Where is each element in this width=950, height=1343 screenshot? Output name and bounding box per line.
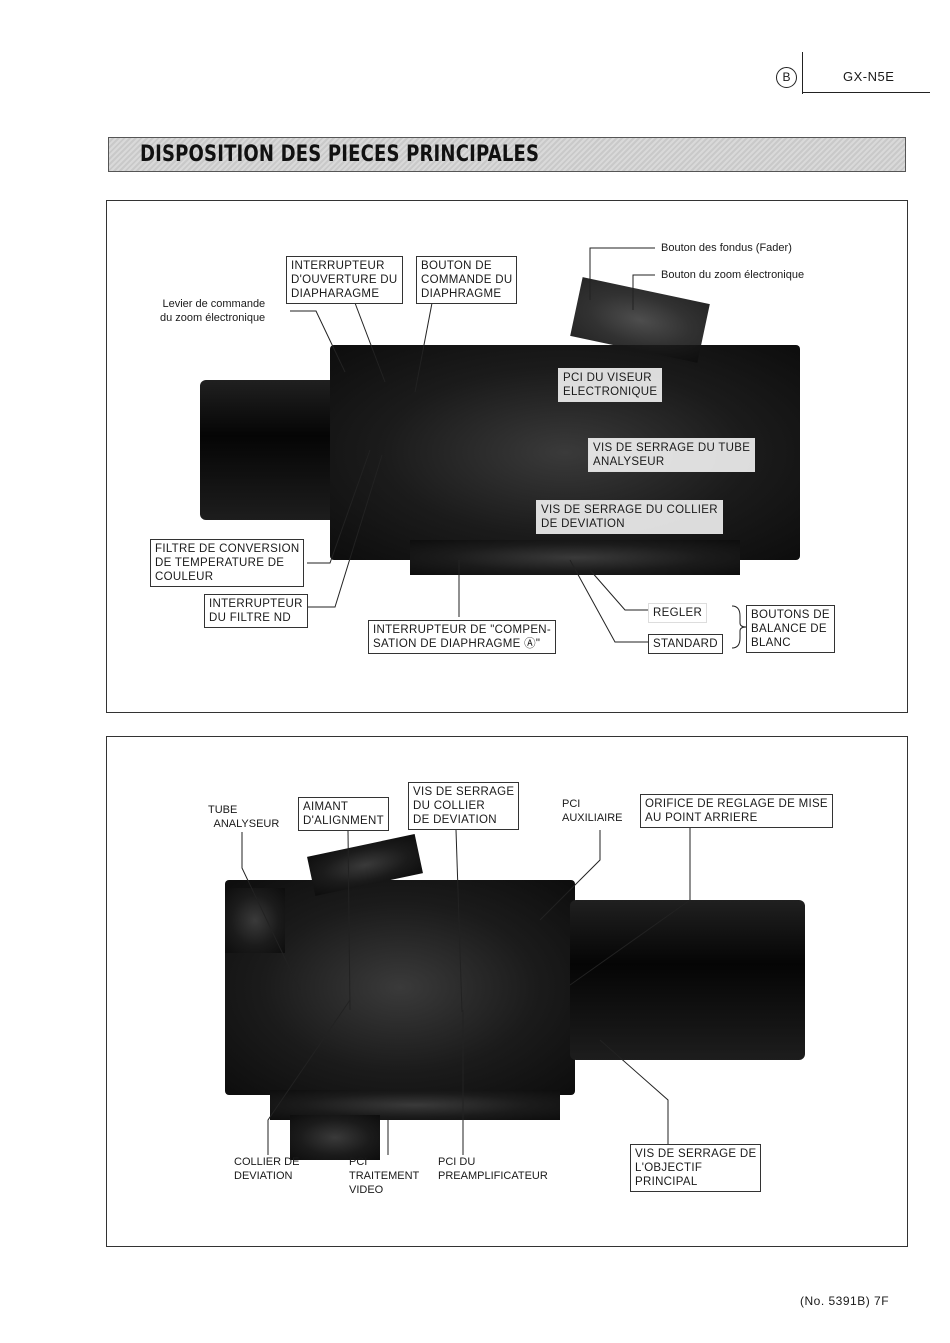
alignment-magnet-label: AIMANT D'ALIGNMENT — [298, 797, 389, 831]
title-bar — [108, 137, 906, 172]
main-lens-screw-label: VIS DE SERRAGE DE L'OBJECTIF PRINCIPAL — [630, 1144, 762, 1192]
zoom-lever-label: Levier de commande du zoom électronique — [160, 298, 266, 324]
page-title: DISPOSITION DES PIECES PRINCIPALES — [140, 142, 540, 167]
regler-button-label: REGLER — [648, 603, 708, 623]
nd-filter-switch-label: INTERRUPTEUR DU FILTRE ND — [204, 594, 308, 628]
color-filter-label: FILTRE DE CONVERSION DE TEMPERATURE DE C… — [150, 539, 305, 587]
video-processing-pcb-label: PCI TRAITEMENT VIDEO — [349, 1156, 420, 1196]
analyzer-tube-label: TUBE ANALYSEUR — [208, 804, 280, 830]
collar-clamp-screw-label: VIS DE SERRAGE DU COLLIER DE DEVIATION — [536, 500, 723, 534]
camera-base-photo — [410, 540, 740, 575]
header-divider-horizontal — [802, 92, 930, 94]
iris-open-switch-label: INTERRUPTEUR D'OUVERTURE DU DIAPHARAGME — [286, 256, 403, 304]
figure-2-frame — [106, 736, 908, 1247]
fader-button-label: Bouton des fondus (Fader) — [661, 242, 792, 254]
electronic-zoom-button-label: Bouton du zoom électronique — [661, 269, 805, 281]
figure-1-frame — [106, 200, 908, 713]
preamplifier-pcb-label: PCI DU PREAMPLIFICATEUR — [438, 1156, 548, 1182]
back-focus-adjust-label: ORIFICE DE REGLAGE DE MISE AU POINT ARRI… — [640, 794, 833, 828]
auxiliary-pcb-label: PCI AUXILIAIRE — [562, 798, 623, 824]
section-circle-badge: B — [776, 67, 797, 88]
viewfinder-pcb-label: PCI DU VISEUR ELECTRONIQUE — [558, 368, 663, 402]
white-balance-buttons-label: BOUTONS DE BALANCE DE BLANC — [746, 605, 835, 653]
iris-control-button-label: BOUTON DE COMMANDE DU DIAPHRAGME — [416, 256, 518, 304]
camera-viewfinder-rear-photo — [225, 888, 285, 953]
header-divider-vertical — [802, 52, 804, 94]
deflection-collar-screw-label: VIS DE SERRAGE DU COLLIER DE DEVIATION — [408, 782, 520, 830]
deflection-collar-label: COLLIER DE DEVIATION — [234, 1156, 300, 1182]
standard-button-label: STANDARD — [648, 634, 723, 654]
model-number: GX-N5E — [843, 69, 895, 84]
tube-clamp-screw-label: VIS DE SERRAGE DU TUBE ANALYSEUR — [588, 438, 756, 472]
camera-lens-side-photo — [570, 900, 805, 1060]
camera-connector-photo — [290, 1115, 380, 1160]
iris-compensation-switch-label: INTERRUPTEUR DE "COMPEN- SATION DE DIAPH… — [368, 620, 557, 654]
page-footer: (No. 5391B) 7F — [800, 1294, 890, 1308]
